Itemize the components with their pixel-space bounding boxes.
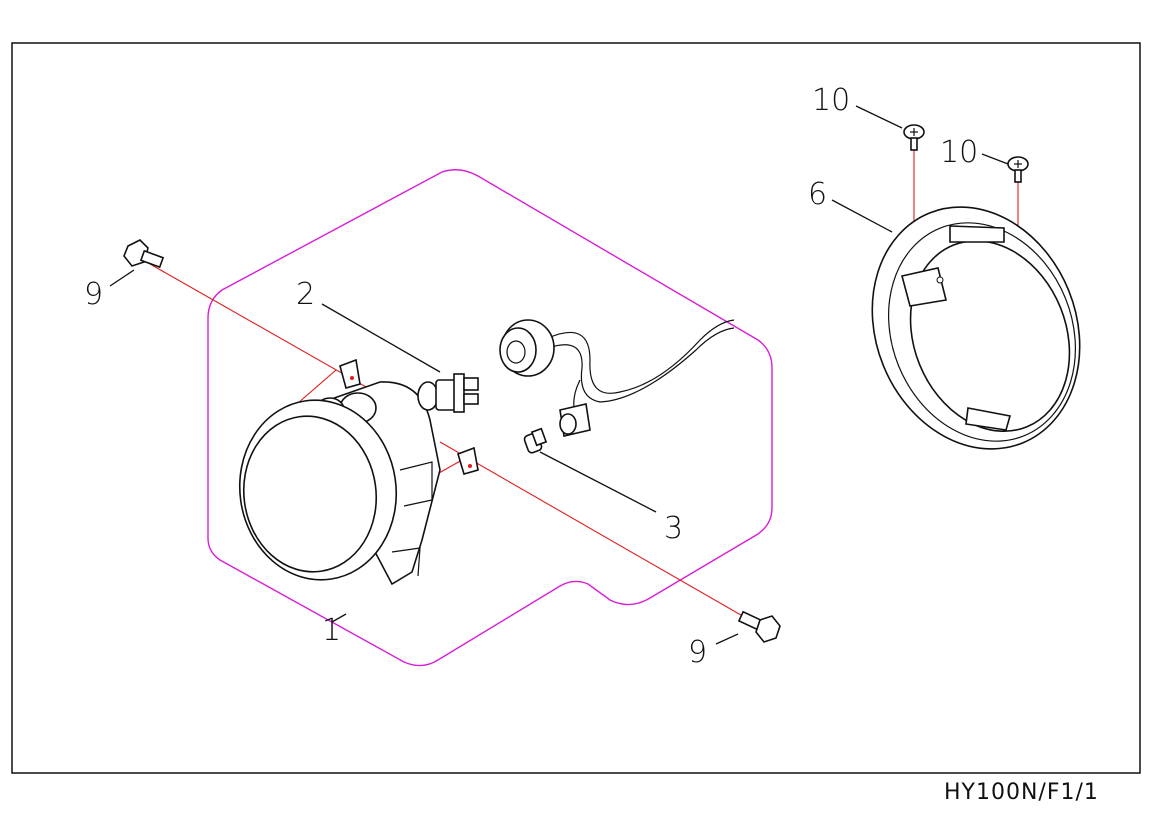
leader-lines xyxy=(109,105,1009,645)
callout-10-right: 10 xyxy=(940,135,978,170)
screw-top-left xyxy=(903,124,925,151)
mounting-ring xyxy=(871,206,1081,450)
callout-9-right: 9 xyxy=(688,635,707,670)
group-outline xyxy=(207,169,773,667)
callout-3: 3 xyxy=(664,511,683,546)
bolt-left xyxy=(123,239,165,269)
callout-9-left: 9 xyxy=(84,277,103,312)
callout-1: 1 xyxy=(322,613,341,648)
wiring-harness xyxy=(499,319,735,437)
small-bulb xyxy=(523,427,548,454)
callout-10-left: 10 xyxy=(812,83,850,118)
callout-2: 2 xyxy=(296,277,315,312)
drawing-code: HY100N/F1/1 xyxy=(944,780,1099,805)
fog-lamp-housing xyxy=(238,381,441,586)
callout-6: 6 xyxy=(808,177,827,212)
lamp-clip-bottom xyxy=(457,446,479,475)
lamp-clip-top xyxy=(339,358,361,389)
halogen-bulb xyxy=(417,373,479,413)
bolt-right xyxy=(737,610,781,643)
screw-top-right xyxy=(1007,156,1029,183)
drawing-frame xyxy=(11,42,1141,774)
